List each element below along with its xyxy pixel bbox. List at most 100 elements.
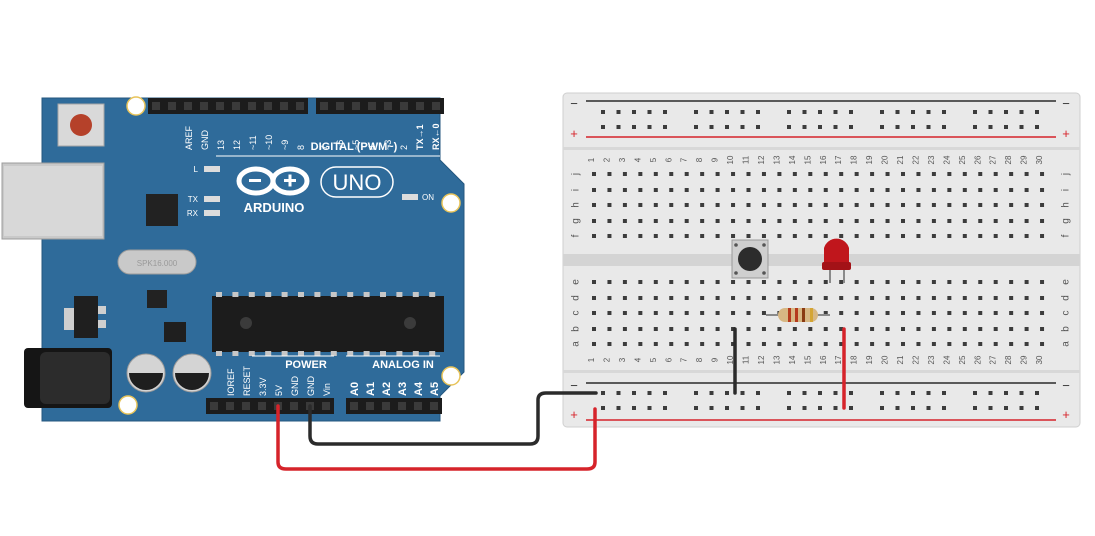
breadboard-hole[interactable]: [926, 406, 931, 410]
breadboard-hole[interactable]: [978, 342, 983, 346]
breadboard-hole[interactable]: [993, 203, 998, 207]
breadboard-hole[interactable]: [792, 327, 797, 331]
breadboard-hole[interactable]: [694, 125, 698, 129]
breadboard-hole[interactable]: [962, 280, 967, 284]
breadboard-hole[interactable]: [731, 280, 736, 284]
breadboard-hole[interactable]: [715, 327, 720, 331]
breadboard-hole[interactable]: [792, 203, 797, 207]
breadboard-hole[interactable]: [823, 311, 828, 315]
breadboard-hole[interactable]: [1009, 296, 1014, 300]
breadboard-hole[interactable]: [823, 172, 828, 176]
breadboard-hole[interactable]: [823, 327, 828, 331]
breadboard-hole[interactable]: [988, 125, 993, 129]
breadboard-hole[interactable]: [700, 234, 705, 238]
breadboard-hole[interactable]: [761, 188, 766, 192]
breadboard-hole[interactable]: [647, 406, 652, 410]
breadboard-hole[interactable]: [622, 280, 627, 284]
breadboard-hole[interactable]: [833, 406, 838, 410]
breadboard-hole[interactable]: [942, 406, 946, 410]
breadboard-hole[interactable]: [638, 234, 643, 238]
breadboard-hole[interactable]: [880, 391, 884, 395]
breadboard-hole[interactable]: [592, 219, 596, 223]
breadboard-hole[interactable]: [854, 234, 859, 238]
breadboard-hole[interactable]: [777, 280, 782, 284]
breadboard-hole[interactable]: [1009, 327, 1014, 331]
breadboard-hole[interactable]: [1040, 327, 1045, 331]
breadboard-hole[interactable]: [1035, 110, 1039, 114]
breadboard-hole[interactable]: [870, 342, 875, 346]
breadboard-hole[interactable]: [777, 234, 782, 238]
breadboard-hole[interactable]: [684, 311, 689, 315]
breadboard-hole[interactable]: [1009, 234, 1014, 238]
breadboard-hole[interactable]: [653, 203, 658, 207]
breadboard-hole[interactable]: [947, 188, 952, 192]
breadboard-hole[interactable]: [746, 234, 751, 238]
breadboard-hole[interactable]: [931, 296, 936, 300]
breadboard-hole[interactable]: [854, 296, 859, 300]
breadboard-hole[interactable]: [684, 234, 689, 238]
breadboard-hole[interactable]: [1009, 311, 1014, 315]
breadboard-hole[interactable]: [746, 311, 751, 315]
breadboard-hole[interactable]: [731, 172, 736, 176]
breadboard-hole[interactable]: [808, 188, 813, 192]
breadboard-hole[interactable]: [870, 296, 875, 300]
breadboard-hole[interactable]: [1004, 391, 1008, 395]
breadboard-hole[interactable]: [833, 110, 838, 114]
breadboard-hole[interactable]: [632, 406, 636, 410]
breadboard-hole[interactable]: [731, 342, 736, 346]
breadboard-hole[interactable]: [926, 125, 931, 129]
header-pin-hole[interactable]: [352, 102, 360, 110]
breadboard-hole[interactable]: [931, 188, 936, 192]
header-pin-hole[interactable]: [398, 402, 406, 410]
header-pin-hole[interactable]: [168, 102, 176, 110]
breadboard-hole[interactable]: [901, 234, 905, 238]
breadboard-hole[interactable]: [885, 219, 890, 223]
header-pin-hole[interactable]: [152, 102, 160, 110]
breadboard-hole[interactable]: [839, 219, 844, 223]
breadboard-hole[interactable]: [962, 203, 967, 207]
breadboard-hole[interactable]: [823, 296, 828, 300]
breadboard-hole[interactable]: [694, 406, 698, 410]
header-pin-hole[interactable]: [430, 402, 438, 410]
header-pin-hole[interactable]: [350, 402, 358, 410]
breadboard-hole[interactable]: [700, 203, 705, 207]
breadboard-hole[interactable]: [931, 172, 936, 176]
breadboard-hole[interactable]: [880, 406, 884, 410]
breadboard-hole[interactable]: [931, 219, 936, 223]
breadboard-hole[interactable]: [885, 342, 890, 346]
breadboard-hole[interactable]: [792, 172, 797, 176]
breadboard-hole[interactable]: [787, 391, 791, 395]
breadboard-hole[interactable]: [808, 280, 813, 284]
breadboard-hole[interactable]: [901, 296, 905, 300]
breadboard-hole[interactable]: [839, 172, 844, 176]
breadboard-hole[interactable]: [669, 188, 674, 192]
breadboard-hole[interactable]: [653, 188, 658, 192]
breadboard-hole[interactable]: [962, 296, 967, 300]
header-pin-hole[interactable]: [280, 102, 288, 110]
breadboard-hole[interactable]: [880, 125, 884, 129]
header-pin-hole[interactable]: [320, 102, 328, 110]
breadboard-hole[interactable]: [870, 280, 875, 284]
header-pin-hole[interactable]: [290, 402, 298, 410]
breadboard-hole[interactable]: [916, 188, 921, 192]
breadboard-hole[interactable]: [725, 391, 729, 395]
breadboard-hole[interactable]: [653, 280, 658, 284]
breadboard-hole[interactable]: [947, 311, 952, 315]
breadboard-hole[interactable]: [1004, 406, 1008, 410]
breadboard-hole[interactable]: [601, 391, 605, 395]
breadboard-hole[interactable]: [808, 203, 813, 207]
breadboard-hole[interactable]: [792, 234, 797, 238]
resistor-icon[interactable]: [766, 308, 830, 322]
breadboard-hole[interactable]: [756, 110, 760, 114]
breadboard-hole[interactable]: [1009, 219, 1014, 223]
breadboard-hole[interactable]: [746, 342, 751, 346]
header-pin-hole[interactable]: [200, 102, 208, 110]
breadboard-hole[interactable]: [839, 280, 844, 284]
breadboard-hole[interactable]: [715, 296, 720, 300]
breadboard-hole[interactable]: [988, 110, 993, 114]
breadboard-hole[interactable]: [761, 296, 766, 300]
breadboard-hole[interactable]: [777, 327, 782, 331]
breadboard-hole[interactable]: [854, 311, 859, 315]
breadboard-hole[interactable]: [663, 110, 667, 114]
breadboard-hole[interactable]: [895, 406, 900, 410]
